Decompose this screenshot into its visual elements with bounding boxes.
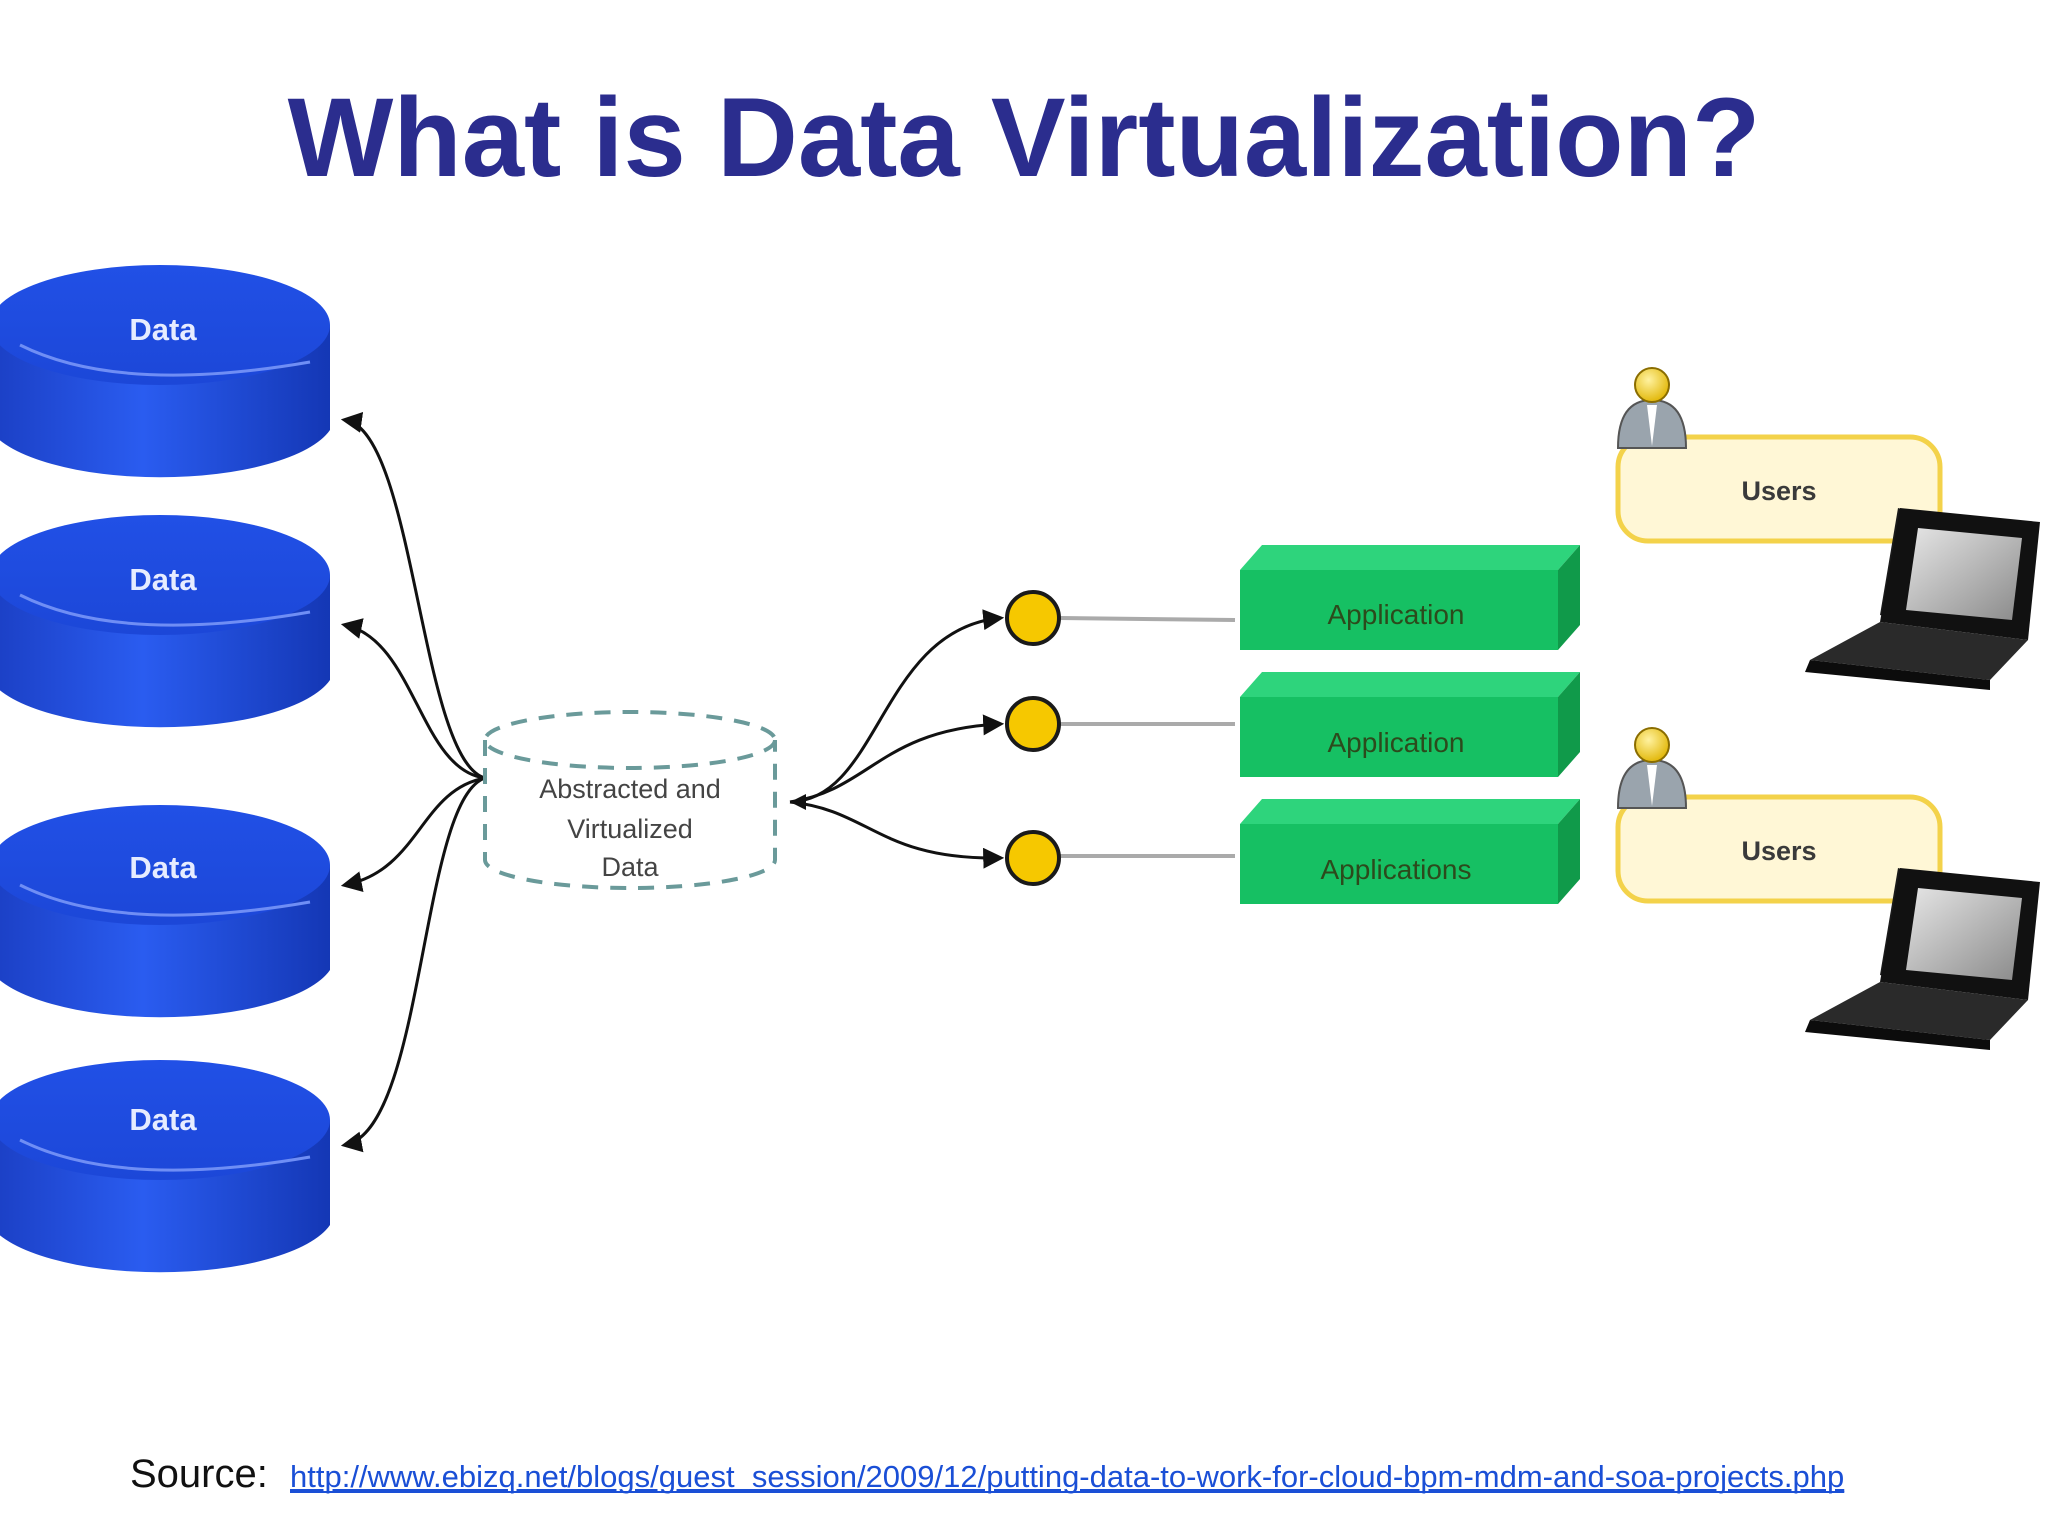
arrow-to-data-3: [340, 776, 486, 892]
arrow-to-connector-2: [789, 714, 1005, 804]
data-source-2: Data: [0, 515, 330, 728]
users-box: [1615, 434, 1943, 544]
application-connectors: [789, 609, 1005, 869]
virtual-layer-line-1: Abstracted and: [539, 774, 721, 804]
source-link[interactable]: http://www.ebizq.net/blogs/guest_session…: [290, 1459, 1844, 1494]
connector-3: [1005, 830, 1235, 886]
page-title: What is Data Virtualization?: [288, 75, 1761, 200]
connector-dot-icon: [1005, 696, 1061, 752]
virtual-layer-line-2: Virtualized: [567, 814, 693, 844]
database-top: [0, 265, 330, 385]
user-person-icon: [1616, 727, 1688, 809]
virtual-cylinder-icon: [483, 740, 777, 890]
data-source-label: Data: [129, 1102, 197, 1137]
users-group-2: Users: [1615, 727, 2040, 1050]
application-block-2: Application: [1240, 672, 1580, 777]
data-source-label: Data: [129, 850, 197, 885]
application-label: Application: [1328, 599, 1465, 630]
users-box: [1615, 794, 1943, 904]
virtual-layer-line-3: Data: [601, 852, 659, 882]
data-source-label: Data: [129, 562, 197, 597]
users-label: Users: [1741, 476, 1816, 506]
data-source-label: Data: [129, 312, 197, 347]
connector-1: [1005, 590, 1236, 646]
source-connectors: [340, 412, 486, 1153]
application-label: Applications: [1321, 854, 1472, 885]
connector-dot-icon: [1005, 830, 1061, 886]
user-person-icon: [1616, 367, 1688, 449]
users-group-1: Users: [1615, 367, 2040, 690]
application-block-1: Application: [1240, 545, 1580, 650]
laptop-icon: [1805, 868, 2040, 1050]
data-source-1: Data: [0, 265, 330, 478]
source-label: Source:: [130, 1452, 268, 1496]
arrow-to-data-1: [340, 412, 486, 780]
database-top: [0, 1060, 330, 1180]
arrow-to-connector-3: [789, 800, 1005, 869]
data-source-3: Data: [0, 805, 330, 1018]
connector-dot-icon: [1005, 590, 1061, 646]
virtual-cylinder-top: [483, 710, 777, 770]
laptop-icon: [1805, 508, 2040, 690]
arrow-to-connector-1: [789, 609, 1005, 804]
database-top: [0, 805, 330, 925]
virtual-data-layer: Abstracted and Virtualized Data: [483, 710, 777, 890]
data-source-4: Data: [0, 1060, 330, 1273]
database-top: [0, 515, 330, 635]
users-label: Users: [1741, 836, 1816, 866]
application-block-3: Applications: [1240, 799, 1580, 904]
arrow-to-data-4: [340, 776, 486, 1153]
application-label: Application: [1328, 727, 1465, 758]
connector-2: [1005, 696, 1235, 752]
arrow-to-data-2: [340, 618, 486, 780]
virtual-layer-arrowhead: [790, 794, 806, 810]
